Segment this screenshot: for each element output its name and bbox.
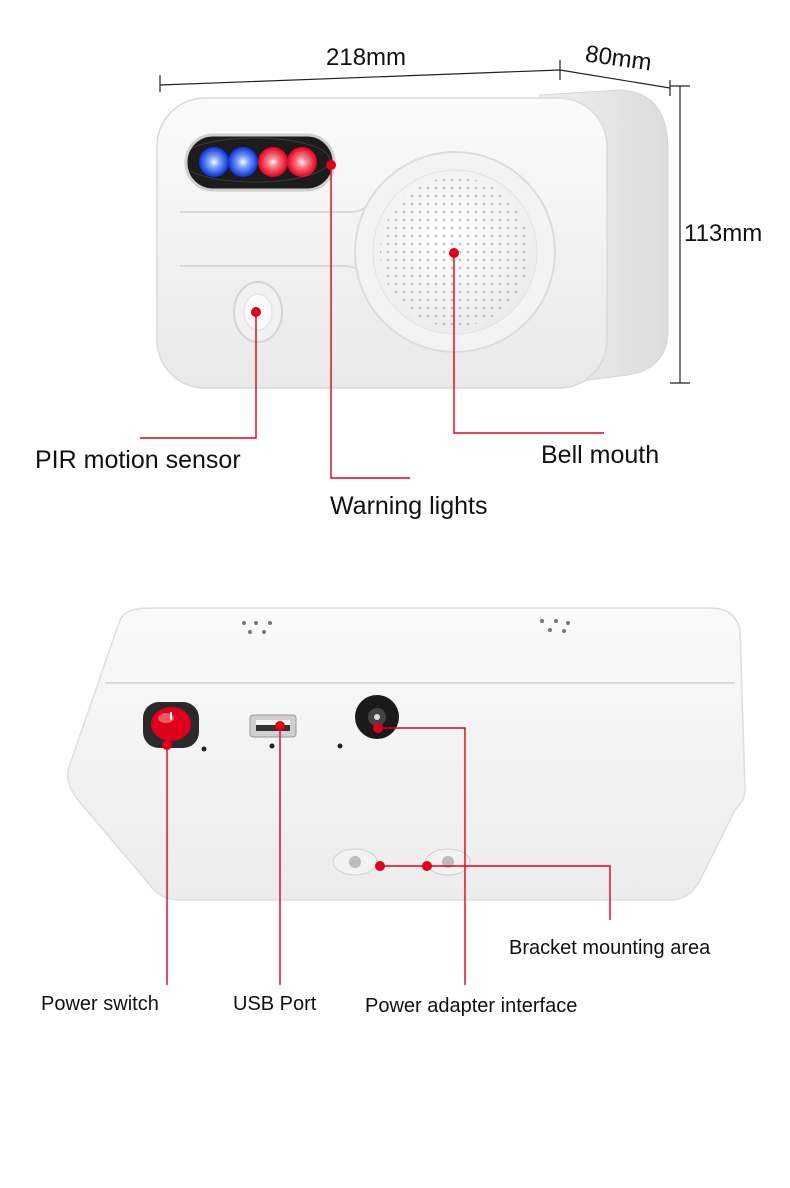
dimension-lines [159, 60, 690, 384]
bottom-device [66, 607, 746, 901]
bottom-callouts [166, 726, 611, 985]
bracket-area-label: Bracket mounting area [509, 937, 711, 959]
power-switch-label: Power switch [41, 993, 159, 1015]
bottom-callout-dots [162, 721, 432, 871]
callout-dots [251, 160, 459, 317]
pir-sensor-label: PIR motion sensor [35, 446, 241, 474]
power-adapter-label: Power adapter interface [365, 995, 578, 1017]
height-dimension: 113mm [684, 220, 763, 247]
usb-port-label: USB Port [233, 993, 317, 1015]
front-callouts [140, 165, 604, 479]
warning-lights-label: Warning lights [330, 492, 488, 520]
bell-mouth-label: Bell mouth [541, 441, 660, 469]
width-dimension: 218mm [326, 44, 407, 71]
front-device [156, 89, 669, 389]
